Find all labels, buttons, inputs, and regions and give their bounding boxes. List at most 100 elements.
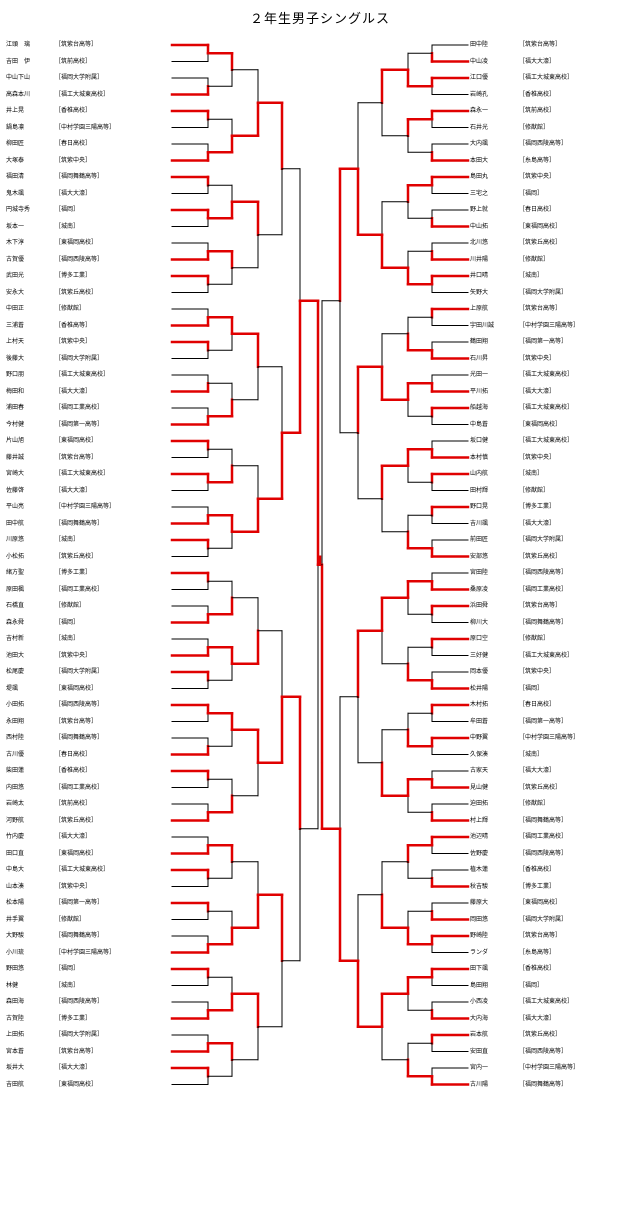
player-school: ［福岡第一高等］ [519, 717, 568, 725]
right-player-entry: 三好健［福工大城東高校］ [470, 651, 598, 661]
player-school: ［福工大城東高校］ [55, 371, 110, 378]
player-name: 三宅之 [470, 189, 489, 197]
player-school: ［香椎高等］ [55, 321, 92, 329]
right-player-entry: 桑原凌［福岡工業高校］ [470, 585, 598, 595]
player-name: 西村陸 [6, 734, 25, 741]
player-school: ［香椎高校］ [519, 90, 556, 98]
right-player-entry: 藤原大 ［東福岡高校］ [470, 898, 598, 908]
player-name: 堤颯 [6, 684, 19, 692]
left-player-entry: 西村陸［福岡舞鶴高等］ [6, 733, 134, 743]
player-school: ［東福岡高校］ [519, 899, 562, 906]
player-school: ［筑前高校］ [55, 800, 92, 807]
left-player-entry: 古賀陸［博多工業］ [6, 1014, 134, 1024]
left-player-entry: 野口朋［福工大城東高校］ [6, 370, 134, 380]
player-name: 大野駿 [6, 932, 25, 939]
right-player-entry: 田中陸［筑紫台高等］ [470, 40, 598, 50]
player-name: 池田大 [6, 651, 25, 659]
right-player-entry: 古川陽［福岡舞鶴高等］ [470, 1080, 598, 1090]
player-name: 田中航 [6, 519, 25, 527]
left-player-entry: 木下淳［東福岡高校］ [6, 238, 134, 248]
right-player-entry: 中野翼［中村学園三陽高等］ [470, 733, 598, 743]
player-school: ［筑前高校］ [519, 107, 556, 114]
player-name: 鬼木颯 [6, 189, 25, 197]
player-school: ［福工大城東高校］ [519, 404, 574, 411]
player-school: ［東福岡高校］ [55, 684, 98, 692]
page-title: ２年生男子シングルス [249, 12, 390, 27]
left-player-entry: 小田拓［福岡西陵高等］ [6, 700, 134, 710]
player-school: ［筑紫台高等］ [519, 41, 562, 48]
player-school: ［城南］ [55, 536, 80, 543]
right-player-entry: 原口空［修猷館］ [470, 634, 598, 644]
player-school: ［中村学園三陽高等］ [519, 1064, 580, 1071]
player-name: 竹内慶 [6, 833, 25, 840]
player-school: ［筑紫中央］ [55, 156, 92, 164]
right-player-entry: 川井陽［修猷館］ [470, 255, 598, 265]
left-player-entry: 小松拓［筑紫丘高校］ [6, 552, 134, 562]
left-player-entry: 野田悠［福岡］ [6, 964, 134, 974]
right-player-entry: 村上輝［福岡舞鶴高等］ [470, 816, 598, 826]
player-school: ［春日高校］ [55, 750, 92, 758]
left-player-entry: 高森本川［福工大城東高校］ [6, 90, 134, 100]
left-player-entry: 井上晃［香椎高校］ [6, 106, 134, 116]
player-name: 浦田春 [6, 404, 25, 411]
right-player-entry: 木村拓［春日高校］ [470, 700, 598, 710]
left-player-entry: 松尾慶［福岡大学附属］ [6, 667, 134, 677]
player-name: 原田楓 [6, 585, 25, 593]
left-player-entry: 山本湊［筑紫中央］ [6, 882, 134, 892]
left-player-entry: 永田翔［筑紫台高等］ [6, 717, 134, 727]
player-school: ［城南］ [55, 222, 80, 230]
player-school: ［春日高校］ [519, 701, 556, 708]
player-school: ［福岡西陵高等］ [55, 255, 104, 263]
player-school: ［福岡西陵高等］ [55, 998, 104, 1005]
right-player-entry: 江口優［福工大城東高校］ [470, 73, 598, 83]
player-name: 矢野大 [470, 288, 489, 296]
player-school: ［修猷館］ [519, 123, 550, 131]
player-name: 中山凌 [470, 57, 489, 65]
right-player-entry: 前田匠［福岡大学附属］ [470, 535, 598, 545]
player-name: 藤原大 [470, 899, 489, 906]
player-name: 高森本川 [6, 90, 31, 98]
player-school: ［筑紫丘高校］ [519, 552, 562, 560]
player-name: 中島大 [6, 866, 25, 873]
left-player-entry: 森永舜［福岡］ [6, 618, 134, 628]
left-player-entry: 田中航［福岡舞鶴高等］ [6, 519, 134, 529]
player-name: 坂井大 [6, 1064, 25, 1071]
player-name: 井上晃 [6, 107, 25, 114]
left-player-entry: 井手翼［修猷館］ [6, 915, 134, 925]
player-school: ［香椎高校］ [519, 965, 556, 972]
player-name: 安部悠 [470, 552, 489, 560]
player-school: ［福岡西陵高等］ [519, 569, 568, 576]
player-name: 川井陽 [470, 255, 489, 263]
left-player-entry: 原田楓 ［福岡工業高校］ [6, 585, 134, 595]
player-school: ［福岡大学附属］ [55, 354, 104, 362]
right-player-entry: 松井陽［福岡］ [470, 684, 598, 694]
player-school: ［福岡舞鶴高等］ [55, 173, 104, 180]
player-name: 上村天 [6, 338, 25, 345]
player-school: ［東福岡高校］ [55, 239, 98, 246]
player-name: 見山健 [470, 783, 489, 791]
right-player-entry: 安部悠 ［筑紫丘高校］ [470, 552, 598, 562]
player-school: ［福岡舞鶴高等］ [55, 932, 104, 939]
player-school: ［東福岡高校］ [55, 1080, 98, 1088]
left-player-entry: 佐藤啓［福大大濠］ [6, 486, 134, 496]
right-player-entry: 中山凌［福大大濠］ [470, 57, 598, 67]
player-name: 松本陽 [6, 899, 25, 906]
player-name: 三浦蒼 [6, 321, 25, 329]
right-player-entry: 森永一［筑前高校］ [470, 106, 598, 116]
player-name: 田口直 [6, 849, 25, 857]
player-school: ［福大大濠］ [519, 519, 556, 527]
player-school: ［福岡工業高校］ [519, 585, 568, 593]
right-player-entry: 本村慎［筑紫中央］ [470, 453, 598, 463]
player-name: 古家天 [470, 767, 489, 774]
player-school: ［中村学園三陽高等］ [55, 503, 116, 510]
player-school: ［筑紫中央］ [519, 173, 556, 180]
player-name: 岩本航 [470, 1031, 489, 1038]
left-player-entry: 河野航［筑紫丘高校］ [6, 816, 134, 826]
player-school: ［修猷館］ [519, 635, 550, 642]
player-school: ［福岡工業高校］ [55, 585, 104, 593]
left-player-entry: 後藤大［福岡大学附属］ [6, 354, 134, 364]
left-player-entry: 藤井誠［筑紫台高等］ [6, 453, 134, 463]
player-school: ［博多工業］ [55, 1014, 92, 1022]
right-player-entry: 見山健［筑紫丘高校］ [470, 783, 598, 793]
player-name: 小松拓 [6, 552, 25, 560]
